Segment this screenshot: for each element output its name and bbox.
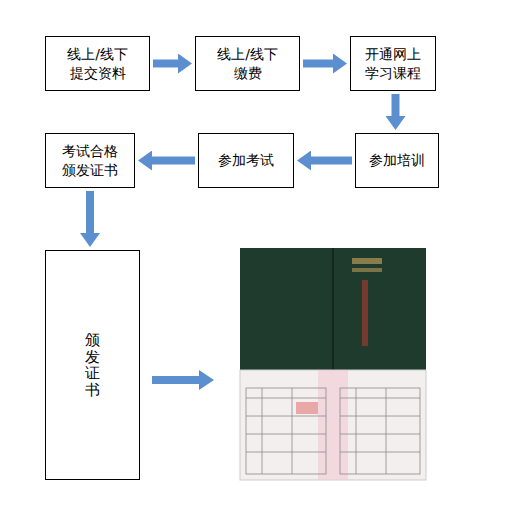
vertical-process-box: 颁发证书: [45, 250, 140, 480]
step-label: 参加考试: [218, 151, 274, 170]
pointer-arrowhead: [199, 370, 214, 390]
process-box: 线上/线下 缴费: [195, 36, 300, 91]
step-label: 颁发证书: [85, 332, 100, 398]
flow-arrow: [86, 191, 94, 233]
step-label: 考试合格 颁发证书: [52, 142, 128, 180]
process-box: 考试合格 颁发证书: [45, 133, 135, 188]
certificate-cover: [240, 248, 426, 370]
cover-emblem: [352, 268, 382, 272]
cover-spine: [332, 248, 334, 370]
step-label: 开通网上 学习课程: [357, 45, 429, 83]
process-box: 开通网上 学习课程: [350, 36, 436, 91]
step-label: 线上/线下 提交资料: [52, 45, 143, 83]
flow-arrow: [153, 60, 178, 68]
flow-arrow: [152, 157, 195, 165]
red-stamp: [296, 402, 318, 414]
flow-arrow: [303, 60, 333, 68]
step-label: 线上/线下 缴费: [202, 45, 293, 83]
flow-arrow: [311, 157, 352, 165]
process-box: 参加考试: [198, 133, 294, 188]
step-label: 参加培训: [369, 151, 425, 170]
pointer-arrow: [152, 376, 200, 384]
certificate-pages: [240, 370, 426, 480]
flow-arrow: [392, 94, 400, 116]
cover-emblem: [352, 258, 382, 264]
process-box: 参加培训: [355, 133, 439, 188]
record-table: [246, 388, 420, 474]
page-fold: [318, 370, 348, 480]
cover-title-stripe: [362, 280, 368, 346]
process-box: 线上/线下 提交资料: [45, 36, 150, 91]
